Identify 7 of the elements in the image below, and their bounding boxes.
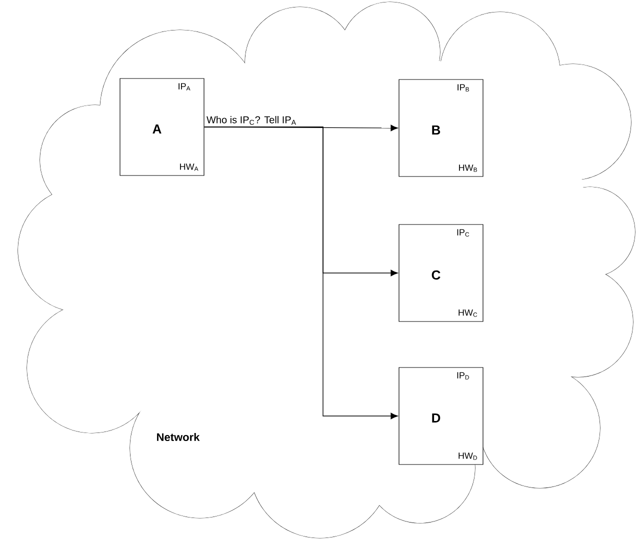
host-box: D IP$_{D}$ HW$_{D}$ [398,367,484,465]
host-box: B IP$_{B}$ HW$_{B}$ [398,79,484,177]
host-box: C IP$_{C}$ HW$_{C}$ [398,224,484,322]
edge-label: Who is IP$_{C}$? Tell IP$_{A}$ [206,116,296,125]
host-box: A IP$_{A}$ HW$_{A}$ [120,78,204,176]
arrow [204,126,398,420]
node-label: Network [157,432,200,442]
